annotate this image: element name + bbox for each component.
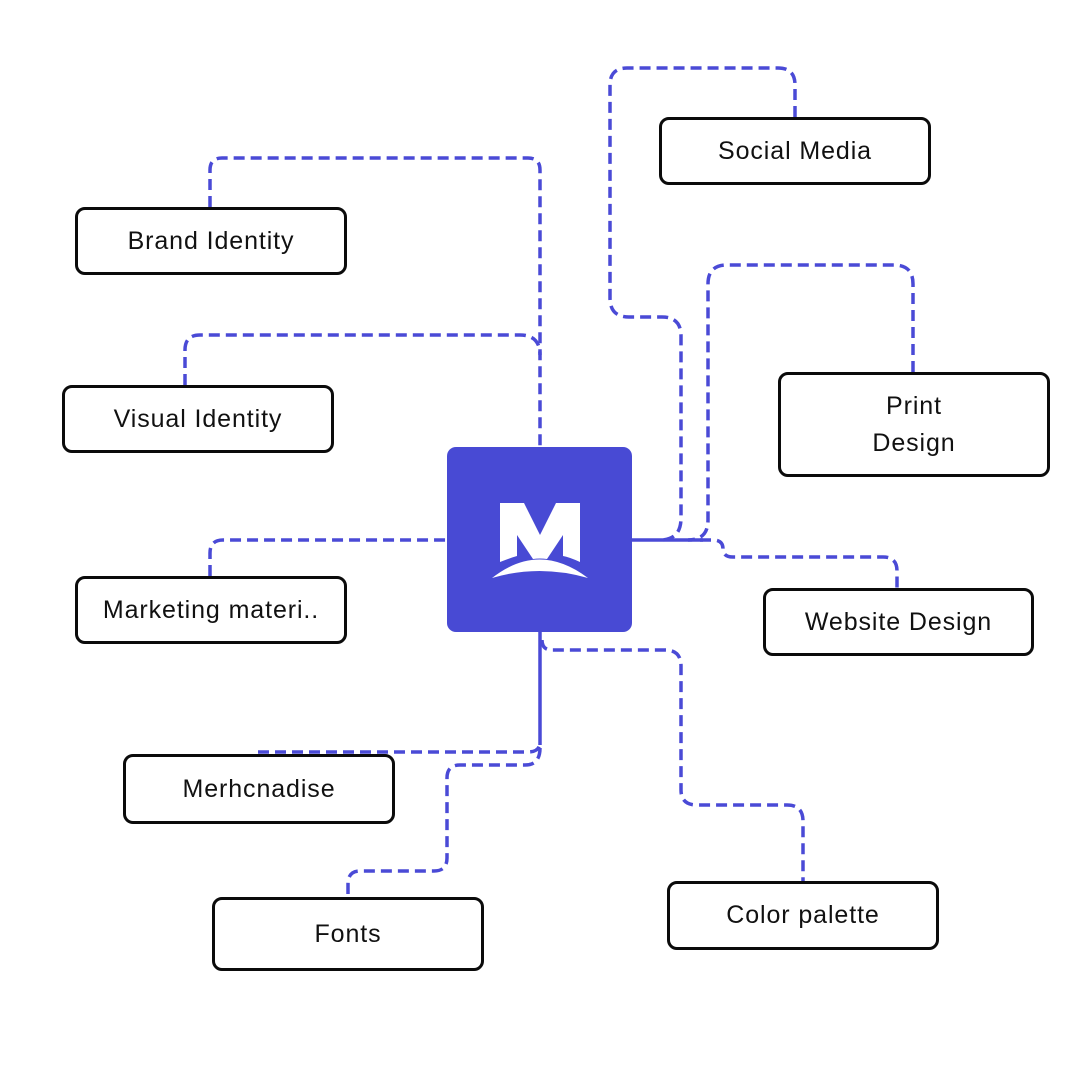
node-label: Brand Identity xyxy=(127,226,295,255)
m-logo-icon xyxy=(492,503,588,578)
connector-brand-identity xyxy=(208,156,542,447)
node-website-design[interactable]: Website Design xyxy=(763,588,1034,656)
node-label: Website Design xyxy=(804,607,993,636)
connector-print-design xyxy=(687,263,915,542)
central-hub[interactable] xyxy=(447,447,632,632)
node-marketing-materials[interactable]: Marketing materi.. xyxy=(75,576,347,644)
node-label: Color palette xyxy=(726,901,880,929)
connector-fonts xyxy=(346,747,542,897)
node-label: Visual Identity xyxy=(113,404,283,433)
node-label: Merhcnadise xyxy=(182,774,336,803)
connector-social-media xyxy=(608,66,797,542)
connector-merchandise xyxy=(258,741,542,754)
node-social-media[interactable]: Social Media xyxy=(659,117,931,185)
node-print-design[interactable]: Print Design xyxy=(778,372,1050,477)
node-merchandise[interactable]: Merhcnadise xyxy=(123,754,395,824)
node-label: Marketing materi.. xyxy=(102,595,320,624)
connector-website-design xyxy=(700,538,899,588)
node-label: Fonts xyxy=(314,919,382,948)
node-label: Social Media xyxy=(718,136,872,165)
node-fonts[interactable]: Fonts xyxy=(212,897,484,971)
connector-color-palette xyxy=(540,639,805,881)
node-color-palette[interactable]: Color palette xyxy=(667,881,939,950)
node-brand-identity[interactable]: Brand Identity xyxy=(75,207,347,275)
connector-marketing-materials xyxy=(208,538,447,576)
node-visual-identity[interactable]: Visual Identity xyxy=(62,385,334,453)
node-label: Print Design xyxy=(872,391,956,457)
connector-visual-identity xyxy=(183,333,542,385)
